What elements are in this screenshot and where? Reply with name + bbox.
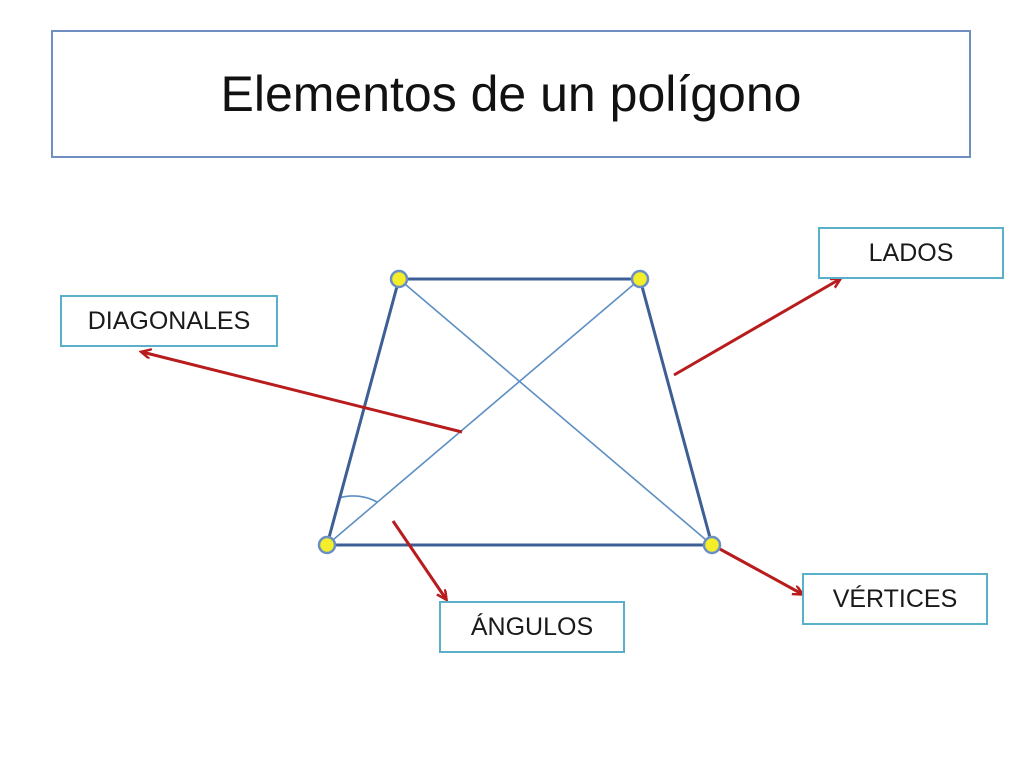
page-title: Elementos de un polígono bbox=[220, 66, 802, 122]
arrow-diagonales bbox=[142, 352, 463, 434]
label-angulos: ÁNGULOS bbox=[439, 601, 625, 653]
diagonal-1 bbox=[398, 278, 713, 546]
arrow-angulos bbox=[391, 520, 446, 599]
angle-arc bbox=[338, 495, 378, 503]
vertex-top-left bbox=[389, 269, 409, 289]
vertex-bottom-right bbox=[702, 535, 722, 555]
arrow-vertices bbox=[717, 546, 802, 594]
arrow-lados bbox=[673, 279, 840, 377]
title-box: Elementos de un polígono bbox=[51, 30, 971, 158]
label-lados: LADOS bbox=[818, 227, 1004, 279]
vertex-top-right bbox=[630, 269, 650, 289]
diagonal-2 bbox=[326, 278, 641, 546]
label-diagonales: DIAGONALES bbox=[60, 295, 278, 347]
label-vertices: VÉRTICES bbox=[802, 573, 988, 625]
vertex-bottom-left bbox=[317, 535, 337, 555]
